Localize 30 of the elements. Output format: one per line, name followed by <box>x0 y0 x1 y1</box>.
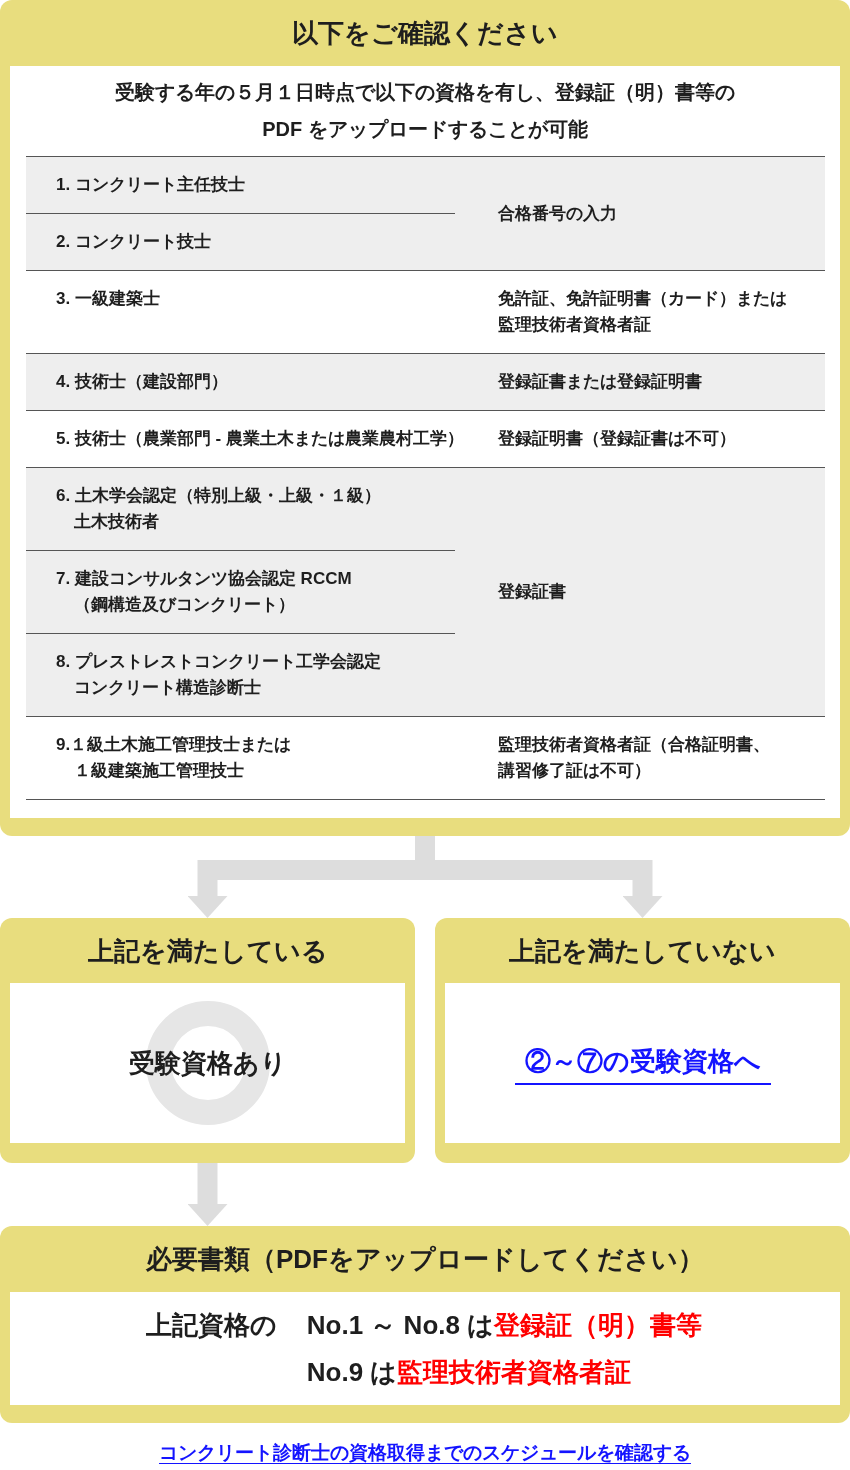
schedule-link: コンクリート診断士の資格取得までのスケジュールを確認する <box>159 1441 691 1465</box>
arrow <box>187 1163 228 1226</box>
document-text: 登録証明書（登録証書は不可） <box>498 428 736 450</box>
panel-heading: 以下をご確認ください <box>292 17 558 49</box>
panel-heading: 上記を満たしている <box>87 934 328 967</box>
panel-heading: 上記を満たしていない <box>509 934 776 967</box>
qualification-link: ②～⑦の受験資格へ <box>514 1045 771 1085</box>
result-panel <box>0 918 415 1163</box>
qualification-text: 5. 技術士（農業部門 - 農業土木または農業農村工学） <box>56 428 464 450</box>
document-text: 登録証書または登録証明書 <box>498 371 702 393</box>
document-text: 監理技術者資格者証（合格証明書、講習修了証は不可） <box>498 734 771 782</box>
qualification-text: 3. 一級建築士 <box>56 288 160 310</box>
document-text: 合格番号の入力 <box>498 202 617 225</box>
qualification-text: 6. 土木学会認定（特別上級・上級・１級）土木技術者 <box>56 485 382 533</box>
panel-heading: 必要書類（PDFをアップロードしてください） <box>146 1243 704 1275</box>
document-text: 登録証書 <box>498 581 566 603</box>
summary-text: No.1 ～ No.8 は登録証（明）書等 <box>306 1309 703 1342</box>
summary-text: 上記資格の <box>145 1309 277 1342</box>
description-text: 受験する年の５月１日時点で以下の資格を有し、登録証（明）書等のPDF をアップロードすることが可能 <box>114 80 736 142</box>
result-panel <box>435 918 850 1163</box>
documents-panel <box>0 1226 850 1423</box>
qualification-text: 2. コンクリート技士 <box>56 231 211 253</box>
status-text: 受験資格あり <box>128 1047 287 1079</box>
qualification-text: 7. 建設コンサルタンツ協会認定 RCCM（鋼構造及びコンクリート） <box>56 568 353 616</box>
summary-text: No.9 は監理技術者資格者証 <box>306 1356 632 1389</box>
qualification-text: 8. プレストレストコンクリート工学会認定コンクリート構造診断士 <box>56 651 382 699</box>
document-text: 免許証、免許証明書（カード）または監理技術者資格者証 <box>498 288 788 336</box>
qualification-text: 4. 技術士（建設部門） <box>56 371 228 393</box>
qualification-text: 1. コンクリート主任技士 <box>56 174 245 196</box>
qualification-text: 9.１級土木施工管理技士または１級建築施工管理技士 <box>56 734 293 782</box>
